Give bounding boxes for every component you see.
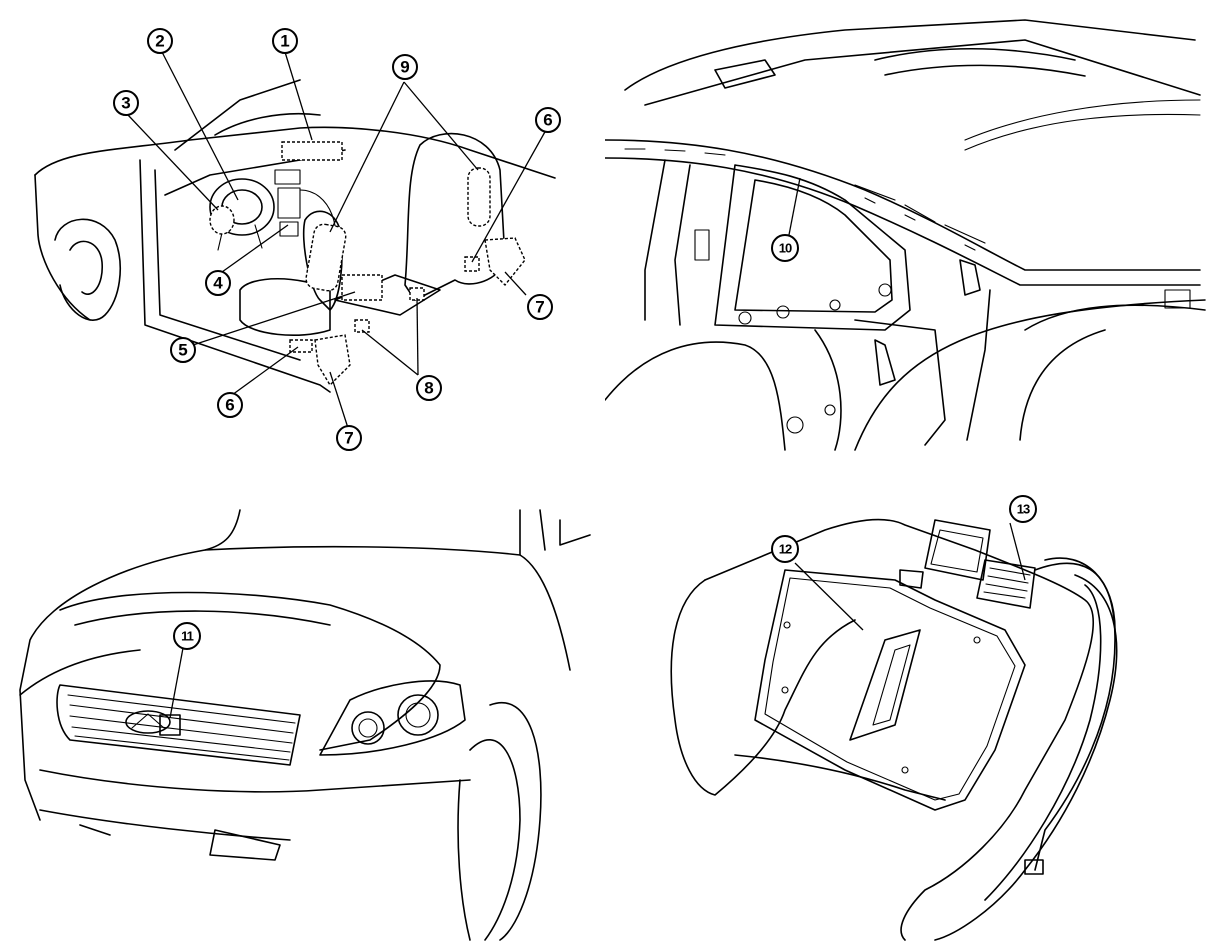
callout-7-left: 7 — [336, 425, 362, 451]
bumper-and-wheel — [39, 702, 542, 941]
buckle-sensor-left — [354, 319, 370, 333]
callout-6-right: 6 — [535, 107, 561, 133]
pretensioner-left — [314, 334, 351, 387]
callout-11: 11 — [173, 622, 201, 650]
callout-8: 8 — [416, 375, 442, 401]
sensor-harness-wire — [1034, 562, 1116, 871]
pillar-structure — [605, 159, 1206, 451]
svg-text:6: 6 — [225, 396, 234, 415]
harness-connector — [1024, 859, 1044, 875]
svg-text:6: 6 — [543, 111, 552, 130]
grille — [56, 684, 301, 766]
passenger-airbag — [281, 141, 343, 161]
svg-text:10: 10 — [779, 241, 792, 256]
svg-text:9: 9 — [400, 58, 409, 77]
svg-text:4: 4 — [213, 274, 223, 293]
weight-sensor-mat — [754, 569, 1026, 811]
curtain-side-airbag-right — [467, 167, 491, 227]
seat-cushion-frame — [670, 518, 1118, 941]
svg-text:2: 2 — [155, 32, 164, 51]
center-console — [274, 169, 337, 266]
knee-airbag-area — [209, 205, 235, 235]
callout-6-left: 6 — [217, 392, 243, 418]
callout-1: 1 — [272, 28, 298, 54]
roof-outline — [624, 19, 1201, 151]
seat-cushion-diagram: 12 13 — [670, 495, 1118, 941]
roof-rail-diagram: 10 — [605, 19, 1206, 451]
curtain-airbag-rail — [605, 139, 1201, 286]
svg-text:11: 11 — [181, 629, 194, 644]
callout-10: 10 — [771, 234, 799, 262]
seat-belt-sensor-right — [464, 256, 480, 272]
svg-text:7: 7 — [344, 429, 353, 448]
svg-text:8: 8 — [424, 379, 433, 398]
callout-2: 2 — [147, 28, 173, 54]
callout-13: 13 — [1009, 495, 1037, 523]
seat-sensor-control-unit — [899, 519, 1036, 609]
svg-text:3: 3 — [121, 94, 130, 113]
svg-text:1: 1 — [280, 32, 289, 51]
interior-airbag-diagram: 1 2 3 4 5 6 6 7 7 8 9 — [34, 28, 561, 451]
svg-text:5: 5 — [178, 341, 187, 360]
front-seat-left — [239, 210, 343, 336]
front-grille-diagram: 11 — [19, 509, 591, 941]
svg-text:7: 7 — [535, 298, 544, 317]
leader-lines — [127, 51, 547, 429]
callout-3: 3 — [113, 90, 139, 116]
callout-5: 5 — [170, 337, 196, 363]
svg-text:12: 12 — [779, 542, 792, 557]
car-front-outline — [19, 509, 591, 821]
curtain-side-airbag-left — [305, 223, 347, 292]
airbag-control-unit — [341, 274, 383, 301]
svg-text:13: 13 — [1017, 502, 1030, 517]
callout-7-right: 7 — [527, 294, 553, 320]
headlamp — [319, 680, 466, 756]
callout-4: 4 — [205, 270, 231, 296]
callout-12: 12 — [771, 535, 799, 563]
infiniti-emblem — [125, 710, 181, 736]
pretensioner-right — [484, 237, 526, 287]
callout-9: 9 — [392, 54, 418, 80]
